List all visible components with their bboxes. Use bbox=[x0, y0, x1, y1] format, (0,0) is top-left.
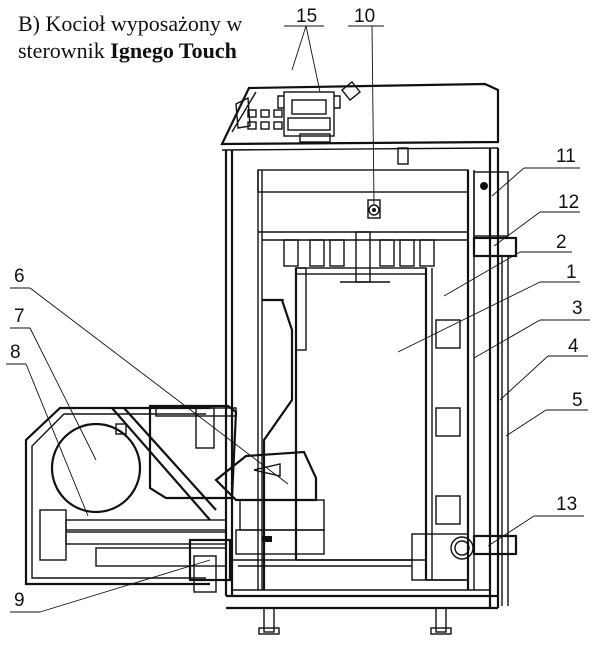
label-11: 11 bbox=[556, 146, 576, 167]
controller-touch-panel bbox=[277, 91, 341, 143]
caption-line-2: sterownik Ignego Touch bbox=[18, 37, 242, 64]
label-13: 13 bbox=[556, 494, 577, 515]
label-2: 2 bbox=[556, 232, 567, 253]
label-8: 8 bbox=[10, 342, 21, 363]
diagram-caption: B) Kocioł wyposażony w sterownik Ignego … bbox=[18, 10, 242, 64]
label-1: 1 bbox=[566, 262, 577, 283]
label-9: 9 bbox=[14, 590, 25, 611]
feeder-pipe bbox=[39, 509, 227, 567]
callouts: 15 10 11 12 2 1 3 bbox=[6, 6, 590, 613]
flue-channel bbox=[262, 298, 294, 590]
top-cover bbox=[220, 82, 500, 151]
controller-name: Ignego Touch bbox=[110, 38, 237, 63]
water-jacket bbox=[257, 169, 475, 590]
label-10: 10 bbox=[354, 6, 375, 27]
boiler-legs bbox=[258, 607, 452, 635]
feeder-screw bbox=[50, 407, 217, 521]
burner bbox=[148, 404, 412, 593]
label-5: 5 bbox=[572, 390, 583, 411]
label-12: 12 bbox=[558, 192, 579, 213]
feeder-housing bbox=[24, 406, 210, 586]
caption-line-1: B) Kocioł wyposażony w bbox=[18, 11, 243, 36]
label-3: 3 bbox=[572, 298, 583, 319]
control-buttons bbox=[235, 81, 361, 130]
label-6: 6 bbox=[14, 266, 25, 287]
label-4: 4 bbox=[568, 336, 579, 357]
caption-line-2-prefix: sterownik bbox=[18, 38, 111, 63]
label-15: 15 bbox=[296, 6, 317, 27]
side-connectors bbox=[450, 171, 518, 606]
combustion-chamber bbox=[294, 199, 469, 581]
label-7: 7 bbox=[14, 306, 25, 327]
